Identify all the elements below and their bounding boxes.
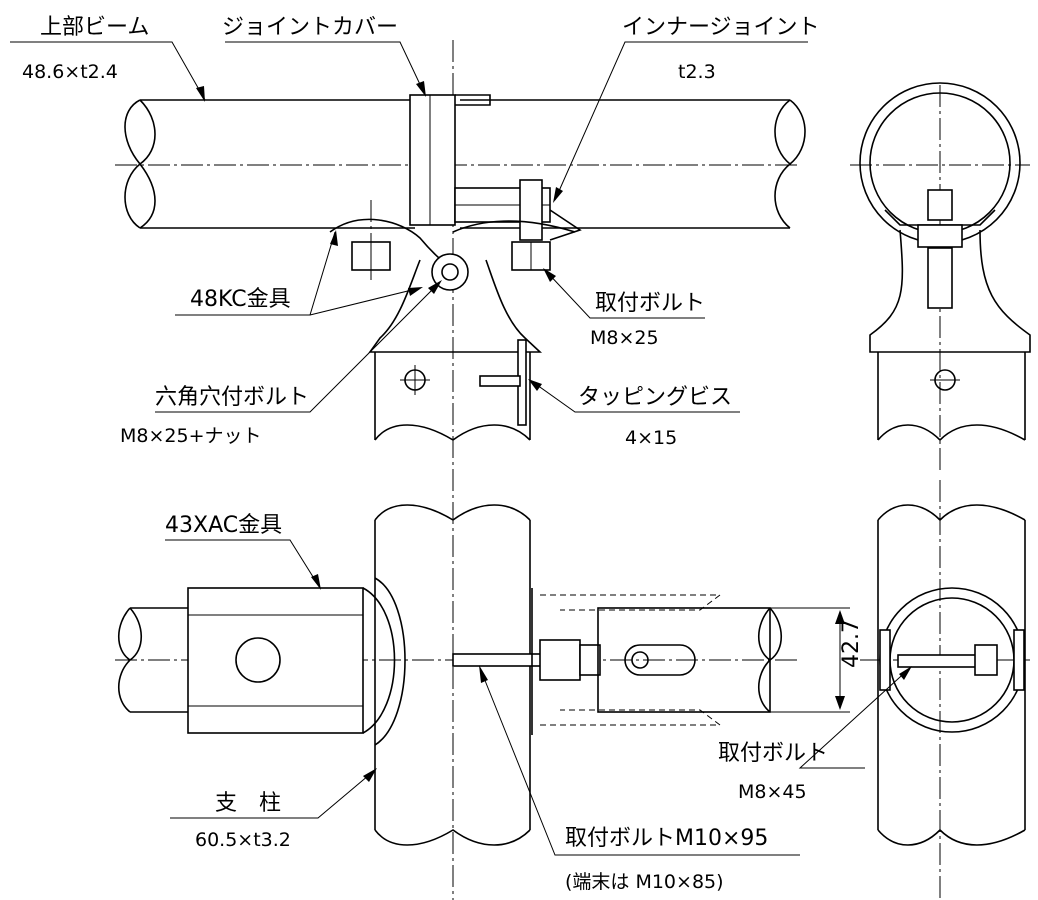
label-hex-socket-bolt-spec: M8×25+ナット bbox=[120, 425, 262, 447]
label-mount-bolt-top-spec: M8×25 bbox=[590, 327, 659, 349]
label-upper-beam: 上部ビーム bbox=[40, 15, 149, 40]
label-mount-bolt-bottom-note: (端末は M10×85) bbox=[565, 871, 724, 893]
joint-cover bbox=[409, 94, 491, 226]
label-hex-socket-bolt: 六角穴付ボルト bbox=[155, 385, 309, 410]
label-inner-joint-spec: t2.3 bbox=[678, 61, 716, 83]
inner-joint bbox=[454, 187, 582, 241]
label-43xac: 43XAC金具 bbox=[165, 513, 282, 538]
end-view-bottom bbox=[877, 504, 1026, 846]
post-top-side bbox=[374, 339, 531, 441]
label-upper-beam-spec: 48.6×t2.4 bbox=[22, 61, 118, 83]
label-48kc: 48KC金具 bbox=[190, 287, 291, 312]
label-mount-bolt-top: 取付ボルト bbox=[595, 291, 705, 316]
label-tapping-screw: タッピングビス bbox=[578, 385, 732, 410]
label-mount-bolt-right-spec: M8×45 bbox=[738, 781, 807, 803]
end-view-top bbox=[859, 82, 1031, 442]
label-tapping-screw-spec: 4×15 bbox=[625, 427, 677, 449]
label-dimension-427: 42.7 bbox=[839, 619, 864, 668]
label-mount-bolt-right: 取付ボルト bbox=[718, 741, 828, 766]
dimension-427 bbox=[770, 607, 850, 713]
fitting-43xac bbox=[118, 577, 406, 746]
label-mount-bolt-bottom: 取付ボルトM10×95 bbox=[565, 826, 768, 851]
label-post-spec: 60.5×t3.2 bbox=[195, 829, 291, 851]
leader-lines bbox=[10, 41, 912, 856]
label-post: 支 柱 bbox=[215, 791, 281, 816]
top-bolts bbox=[351, 179, 551, 280]
label-inner-joint: インナージョイント bbox=[622, 15, 820, 40]
post-top-view bbox=[374, 504, 531, 846]
upper-beam-side bbox=[124, 99, 806, 229]
label-joint-cover: ジョイントカバー bbox=[222, 15, 398, 40]
bottom-mount-bolt bbox=[452, 588, 782, 735]
